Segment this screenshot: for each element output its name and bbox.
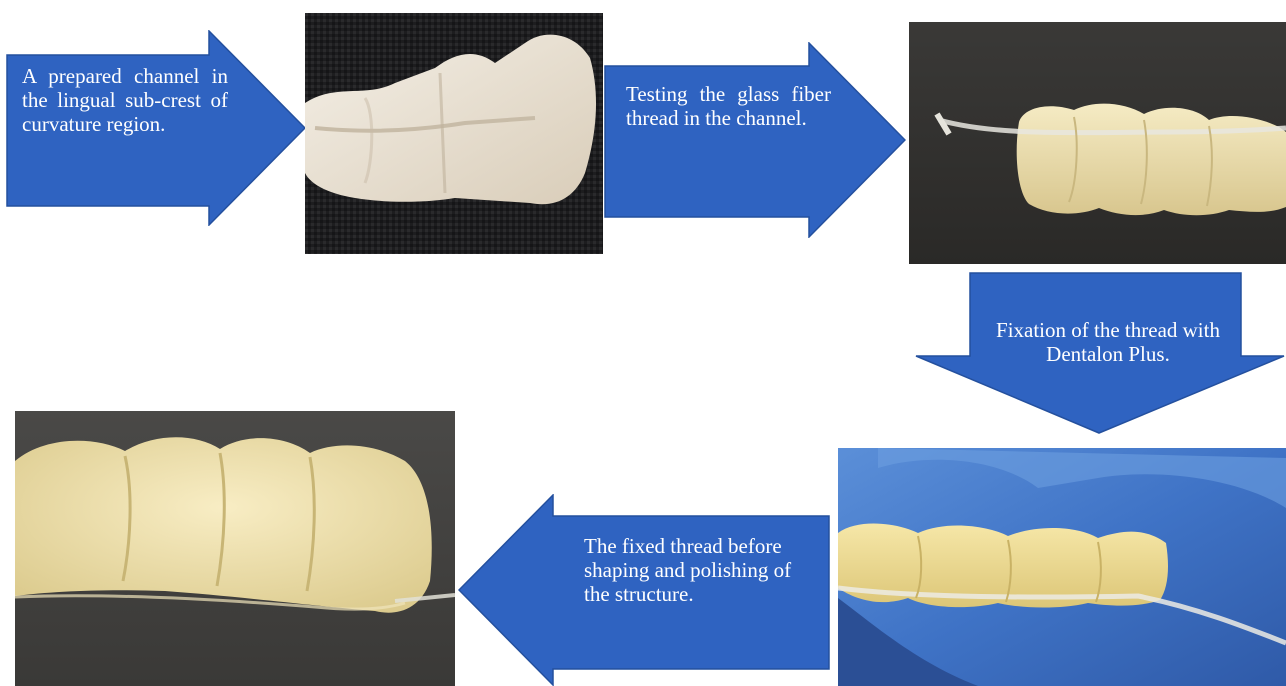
- step-3-text: Fixation of the thread with Dentalon Plu…: [993, 318, 1223, 366]
- finished-structure-photo: [15, 411, 455, 686]
- thread-testing-photo: [909, 22, 1286, 264]
- step-2-arrow: Testing the glass fiber thread in the ch…: [604, 42, 906, 238]
- step-2-text: Testing the glass fiber thread in the ch…: [626, 82, 831, 130]
- step-4-arrow: The fixed thread before shaping and poli…: [458, 494, 830, 686]
- thread-fixation-photo: [838, 448, 1286, 686]
- step-4-text: The fixed thread before shaping and poli…: [584, 534, 804, 606]
- prepared-channel-photo: [305, 13, 603, 254]
- step-1-text: A prepared channel in the lingual sub-cr…: [22, 64, 228, 136]
- step-1-arrow: A prepared channel in the lingual sub-cr…: [6, 30, 306, 226]
- step-3-arrow: Fixation of the thread with Dentalon Plu…: [915, 272, 1285, 434]
